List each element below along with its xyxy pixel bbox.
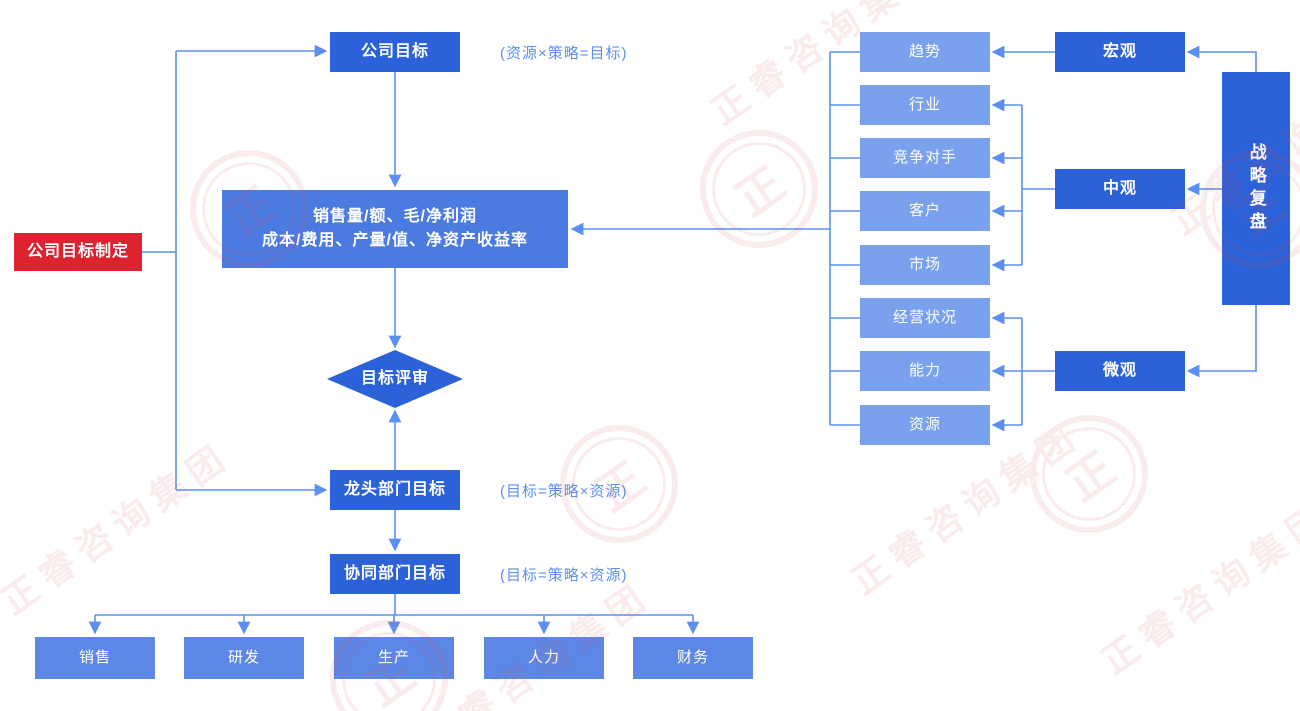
node-dept-rnd: 研发: [184, 637, 304, 679]
node-dept-sales: 销售: [35, 637, 155, 679]
node-market: 市场: [860, 245, 990, 285]
note-collab-dept-formula: (目标=策略×资源): [500, 567, 628, 584]
node-dept-finance: 财务: [633, 637, 753, 679]
node-meso: 中观: [1055, 169, 1185, 209]
node-dept-production: 生产: [334, 637, 454, 679]
node-company-goal: 公司目标: [330, 32, 460, 72]
metrics-line-1: 销售量/额、毛/净利润: [313, 208, 477, 225]
node-resources: 资源: [860, 405, 990, 445]
node-collab-department-goal: 协同部门目标: [330, 554, 460, 594]
note-lead-dept-formula: (目标=策略×资源): [500, 483, 628, 500]
note-company-goal-formula: (资源×策略=目标): [500, 45, 628, 62]
node-competitors: 竞争对手: [860, 138, 990, 178]
node-customers: 客户: [860, 191, 990, 231]
node-macro: 宏观: [1055, 32, 1185, 72]
node-capability: 能力: [860, 351, 990, 391]
node-dept-hr: 人力: [484, 637, 604, 679]
node-micro: 微观: [1055, 351, 1185, 391]
node-industry: 行业: [860, 85, 990, 125]
node-metrics: 销售量/额、毛/净利润 成本/费用、产量/值、净资产收益率: [222, 190, 568, 268]
metrics-line-2: 成本/费用、产量/值、净资产收益率: [262, 232, 528, 249]
node-strategy-review: 战略复盘: [1222, 72, 1290, 305]
node-operating-status: 经营状况: [860, 298, 990, 338]
node-trend: 趋势: [860, 32, 990, 72]
node-goal-setting: 公司目标制定: [14, 233, 142, 271]
node-lead-department-goal: 龙头部门目标: [330, 470, 460, 510]
